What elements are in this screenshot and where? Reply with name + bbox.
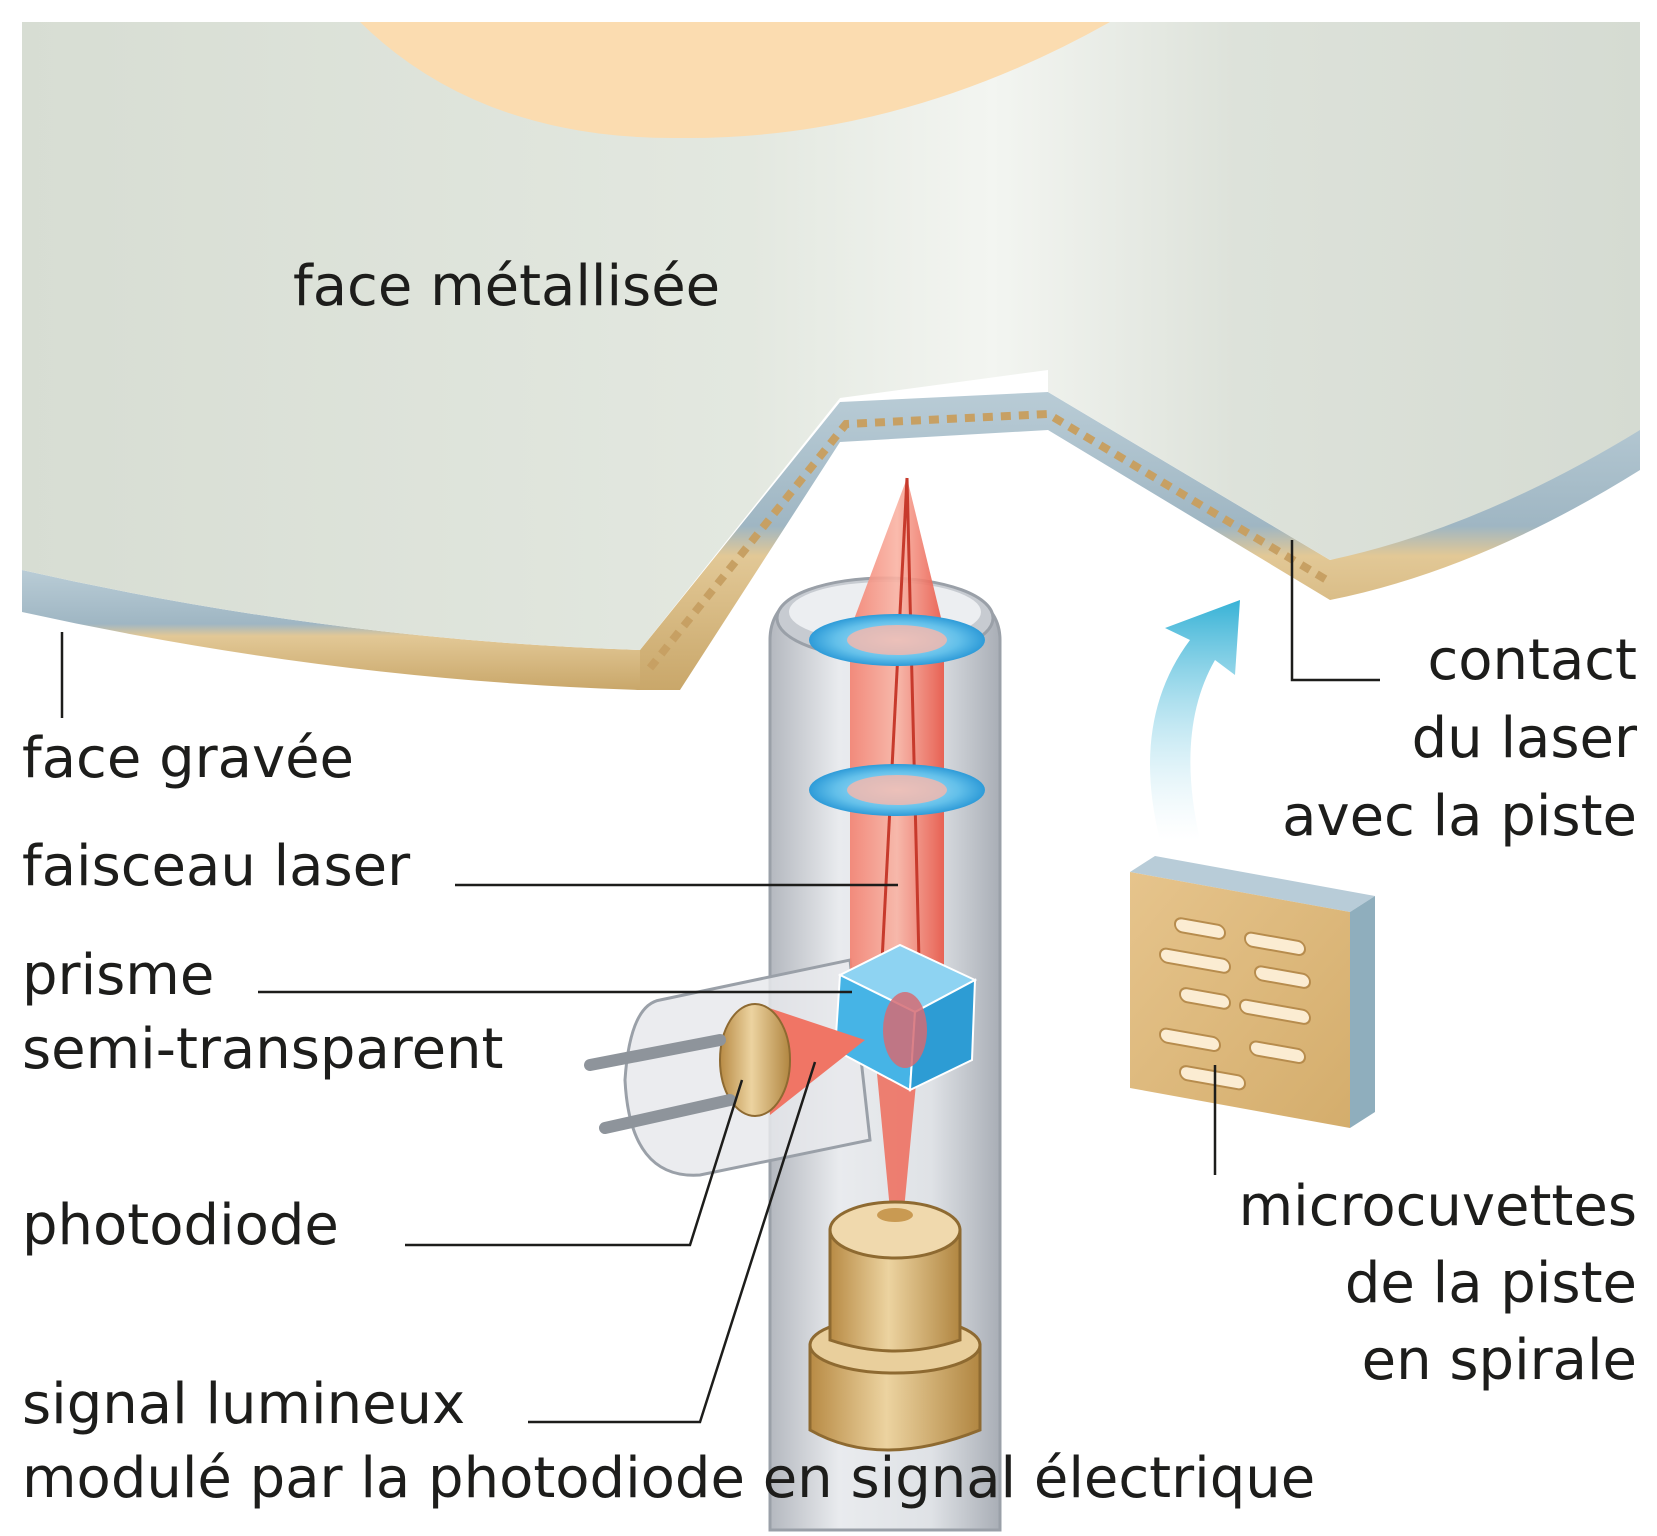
label-signal-line2: modulé par la photodiode en signal élect… xyxy=(22,1446,1316,1511)
photodiode-pin-lower xyxy=(599,1094,736,1134)
leader-signal xyxy=(528,1061,817,1424)
microcuvettes-block xyxy=(1130,856,1375,1128)
disc xyxy=(22,22,1640,690)
label-photodiode: photodiode xyxy=(22,1193,339,1258)
label-face-metallisee: face métallisée xyxy=(293,254,721,319)
disc-hub xyxy=(360,22,1110,139)
label-faisceau-laser: faisceau laser xyxy=(22,834,411,899)
label-contact-line3: avec la piste xyxy=(1282,784,1637,849)
prism-cube xyxy=(833,943,978,1092)
leader-lines xyxy=(60,540,1380,1424)
label-contact-line1: contact xyxy=(1427,628,1637,693)
leader-photodiode xyxy=(405,1079,744,1247)
label-signal-line1: signal lumineux xyxy=(22,1372,466,1437)
disc-edge-notch xyxy=(640,392,1640,690)
label-contact-line2: du laser xyxy=(1411,706,1637,771)
label-prisme-line2: semi-transparent xyxy=(22,1017,504,1082)
label-face-gravee: face gravée xyxy=(22,726,355,791)
label-prisme-line1: prisme xyxy=(22,943,215,1008)
disc-track-pits xyxy=(646,409,1333,671)
label-micro-line1: microcuvettes xyxy=(1238,1174,1637,1239)
optical-unit xyxy=(584,477,1002,1532)
photodiode-pin-upper xyxy=(584,1034,726,1071)
leader-contact xyxy=(1290,540,1380,682)
laser-beam-upper xyxy=(850,478,944,1000)
laser-diode xyxy=(808,1200,982,1452)
label-micro-line2: de la piste xyxy=(1344,1251,1637,1316)
photodiode xyxy=(719,1003,791,1117)
disc-edge xyxy=(22,570,640,690)
disc-face xyxy=(22,22,1640,650)
curved-arrow-icon xyxy=(1150,600,1240,840)
label-micro-line3: en spirale xyxy=(1361,1328,1637,1393)
